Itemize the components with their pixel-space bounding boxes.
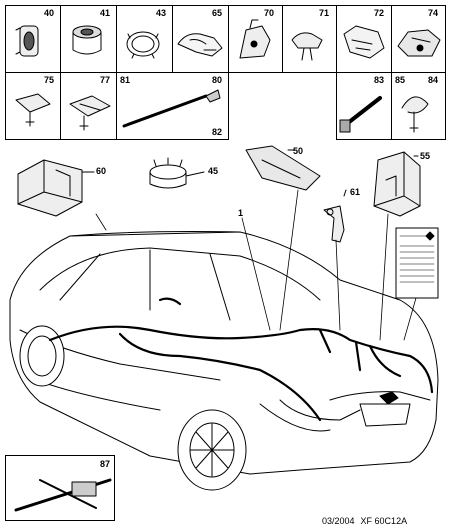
cable-tie-81-part xyxy=(122,89,221,128)
part-number-81: 81 xyxy=(120,75,131,85)
clip-77-part xyxy=(69,95,111,131)
part-number-43: 43 xyxy=(156,8,167,18)
callout-55: 55 xyxy=(420,151,431,161)
part-cell-41 xyxy=(60,5,117,73)
label-sticker-part xyxy=(395,227,439,299)
footer-ref: XF 60C12A xyxy=(360,516,408,526)
part-number-80: 80 xyxy=(212,75,223,85)
part-number-65: 65 xyxy=(212,8,223,18)
grommet-41-part xyxy=(72,25,102,55)
part-number-75: 75 xyxy=(44,75,55,85)
wiring-harness xyxy=(48,297,434,422)
callout-61: 61 xyxy=(350,187,361,197)
tie-83-part xyxy=(339,96,382,133)
bracket-55-part xyxy=(373,151,421,217)
callout-50: 50 xyxy=(293,146,304,156)
clip-87-part xyxy=(14,478,112,512)
callout-1: 1 xyxy=(238,208,244,218)
part-number-74: 74 xyxy=(428,8,439,18)
clip-75-part xyxy=(15,93,51,127)
clip-ring-43-part xyxy=(126,31,160,59)
leader-lines xyxy=(95,189,417,341)
bracket-50-part xyxy=(245,145,321,191)
footer-reference: 03/2004 XF 60C12A xyxy=(322,516,413,526)
clip-74-part xyxy=(397,29,441,57)
clip-65-part xyxy=(177,33,223,57)
part-number-71: 71 xyxy=(319,8,330,18)
car-body xyxy=(9,231,439,491)
grommet-40-part xyxy=(15,25,39,57)
part-cell-87 xyxy=(5,455,115,521)
part-number-72: 72 xyxy=(374,8,385,18)
part-cell-81-80-82 xyxy=(116,72,229,140)
part-number-77: 77 xyxy=(100,75,111,85)
part-number-41: 41 xyxy=(100,8,111,18)
callout-60: 60 xyxy=(96,166,107,176)
ring-45-part xyxy=(149,157,205,189)
part-number-40: 40 xyxy=(44,8,55,18)
callout-45: 45 xyxy=(208,166,219,176)
bracket-60-part xyxy=(17,159,95,217)
callout-87: 87 xyxy=(100,459,111,469)
clip-85-84-part xyxy=(401,96,429,133)
footer-date: 03/2004 xyxy=(322,516,355,526)
part-number-82: 82 xyxy=(212,127,223,137)
part-number-85: 85 xyxy=(395,75,406,85)
clip-72-part xyxy=(343,25,385,59)
part-number-70: 70 xyxy=(264,8,275,18)
part-number-84: 84 xyxy=(428,75,439,85)
clip-71-part xyxy=(291,32,323,61)
bracket-61-part xyxy=(323,189,347,243)
part-number-83: 83 xyxy=(374,75,385,85)
clip-70-part xyxy=(239,19,271,59)
